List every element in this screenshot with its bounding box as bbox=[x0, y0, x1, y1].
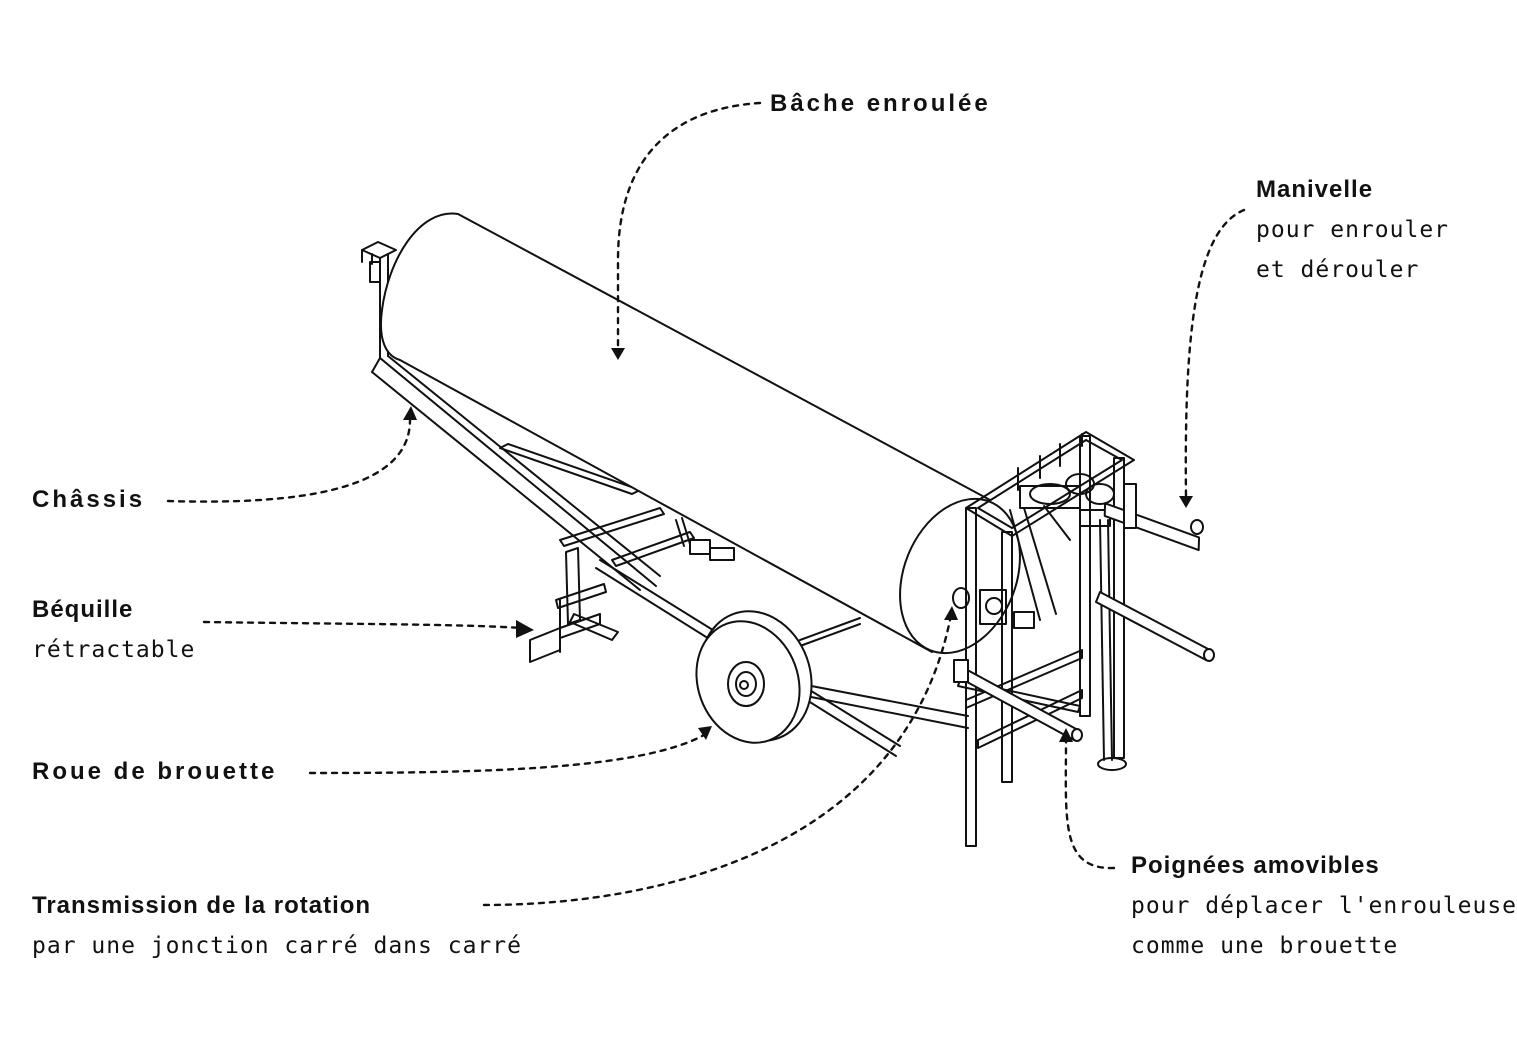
leader-bache bbox=[616, 101, 762, 350]
arrowhead-bache bbox=[611, 348, 625, 360]
arrowhead-poignees bbox=[1059, 728, 1073, 742]
leader-manivelle bbox=[1184, 208, 1246, 498]
label-roue: Roue de brouette bbox=[32, 752, 277, 792]
removable-handles bbox=[953, 591, 1215, 742]
label-bequille-line1: rétractable bbox=[32, 637, 196, 663]
leader-poignees bbox=[1064, 738, 1116, 870]
label-manivelle-line2: et dérouler bbox=[1256, 257, 1420, 283]
label-bache-title: Bâche enroulée bbox=[770, 90, 991, 117]
wheel bbox=[695, 610, 813, 744]
label-poignees-line2: comme une brouette bbox=[1131, 933, 1399, 959]
leader-transmission bbox=[482, 618, 952, 907]
label-transmission: Transmission de la rotation par une jonc… bbox=[32, 886, 522, 966]
crank-handle bbox=[1103, 483, 1204, 552]
kickstand bbox=[529, 547, 619, 663]
label-transmission-line1: par une jonction carré dans carré bbox=[32, 933, 522, 959]
leader-roue bbox=[308, 733, 706, 775]
label-poignees-title: Poignées amovibles bbox=[1131, 852, 1380, 879]
label-poignees-line1: pour déplacer l'enrouleuse bbox=[1131, 893, 1517, 919]
arrowhead-roue bbox=[698, 726, 712, 740]
arrowhead-bequille bbox=[516, 620, 534, 638]
label-bache: Bâche enroulée bbox=[770, 84, 991, 124]
label-transmission-title: Transmission de la rotation bbox=[32, 892, 372, 919]
label-manivelle-line1: pour enrouler bbox=[1256, 217, 1450, 243]
rolled-tarp bbox=[380, 212, 1021, 655]
front-frame bbox=[957, 431, 1135, 847]
leader-chassis bbox=[166, 418, 412, 503]
arrowhead-manivelle bbox=[1179, 496, 1193, 508]
leader-bequille bbox=[202, 620, 524, 630]
label-roue-title: Roue de brouette bbox=[32, 758, 278, 785]
arrowhead-chassis bbox=[403, 406, 417, 420]
label-chassis: Châssis bbox=[32, 480, 145, 520]
label-chassis-title: Châssis bbox=[32, 486, 146, 513]
label-manivelle: Manivelle pour enrouler et dérouler bbox=[1256, 170, 1449, 290]
label-bequille: Béquille rétractable bbox=[32, 590, 195, 670]
label-poignees: Poignées amovibles pour déplacer l'enrou… bbox=[1131, 846, 1517, 966]
label-bequille-title: Béquille bbox=[32, 596, 134, 623]
arrowhead-transmission bbox=[944, 606, 958, 620]
label-manivelle-title: Manivelle bbox=[1256, 176, 1374, 203]
